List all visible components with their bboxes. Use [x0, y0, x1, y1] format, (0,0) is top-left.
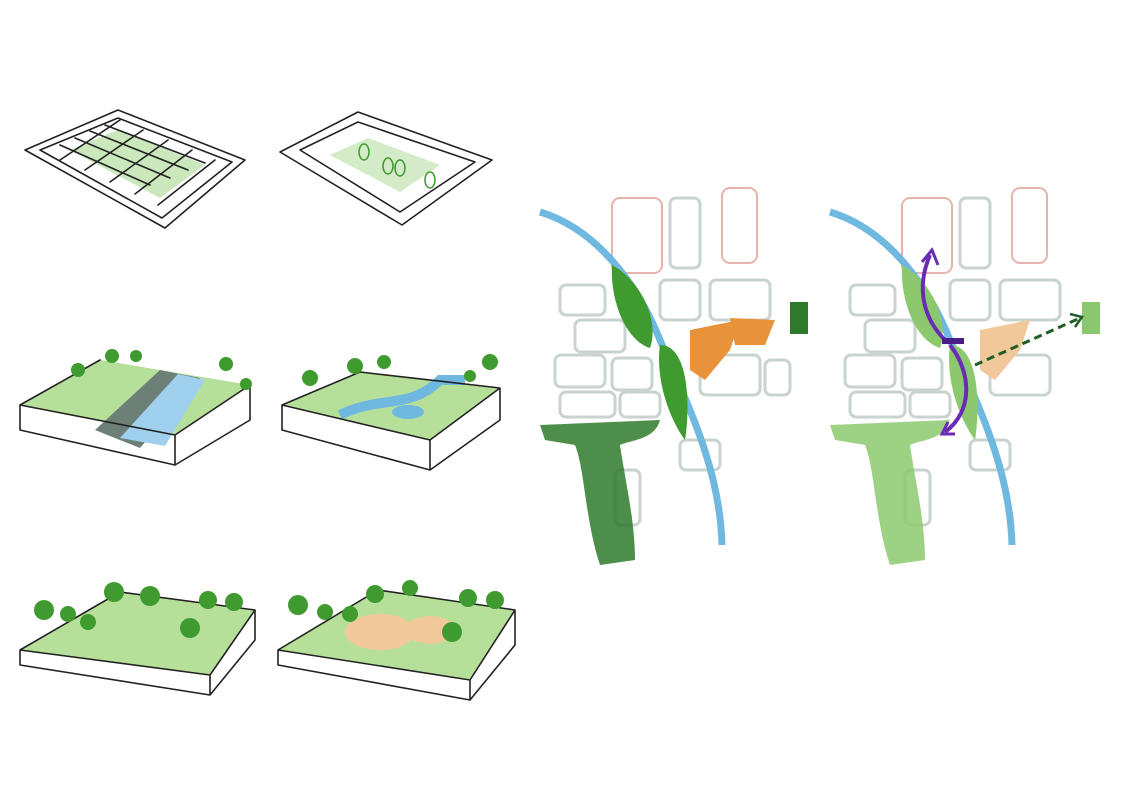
sketch-perimeter-block: [279, 111, 493, 226]
plan-diagram-existing: [538, 187, 808, 565]
connection-arrow-east-dashed: [974, 312, 1085, 367]
sketch-canal: [19, 349, 252, 466]
sketch-playground-park: [277, 580, 516, 701]
plan-diagram-proposed: [828, 187, 1100, 565]
connection-arrow-south: [939, 343, 969, 436]
sketch-river-park: [281, 354, 501, 471]
sketch-forest: [19, 582, 256, 696]
connection-arrow-north: [920, 247, 947, 342]
sketch-dense-blocks: [24, 109, 246, 229]
